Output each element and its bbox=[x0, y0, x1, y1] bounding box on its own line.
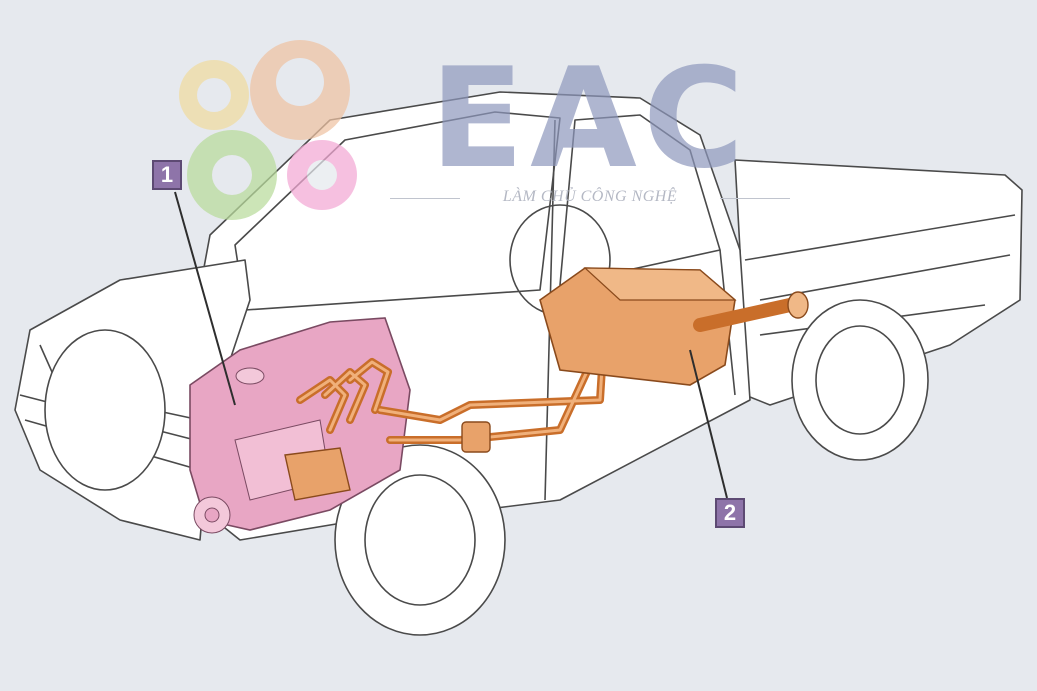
fuel-tank bbox=[539, 267, 809, 386]
front-wheel-right bbox=[334, 444, 506, 636]
callout-1: 1 bbox=[152, 160, 182, 190]
callout-2: 2 bbox=[715, 498, 745, 528]
callout-2-leader bbox=[689, 349, 728, 499]
eac-tagline: LÀM CHỦ CÔNG NGHỆ bbox=[390, 188, 790, 206]
callout-1-leader bbox=[174, 191, 236, 406]
rear-wheel bbox=[791, 299, 929, 461]
svg-text:EAC: EAC bbox=[430, 62, 750, 174]
front-wheel-left bbox=[44, 329, 166, 491]
fuel-filter bbox=[461, 421, 491, 453]
injection-pump bbox=[284, 447, 351, 501]
eac-logo-text: EAC bbox=[430, 62, 750, 174]
